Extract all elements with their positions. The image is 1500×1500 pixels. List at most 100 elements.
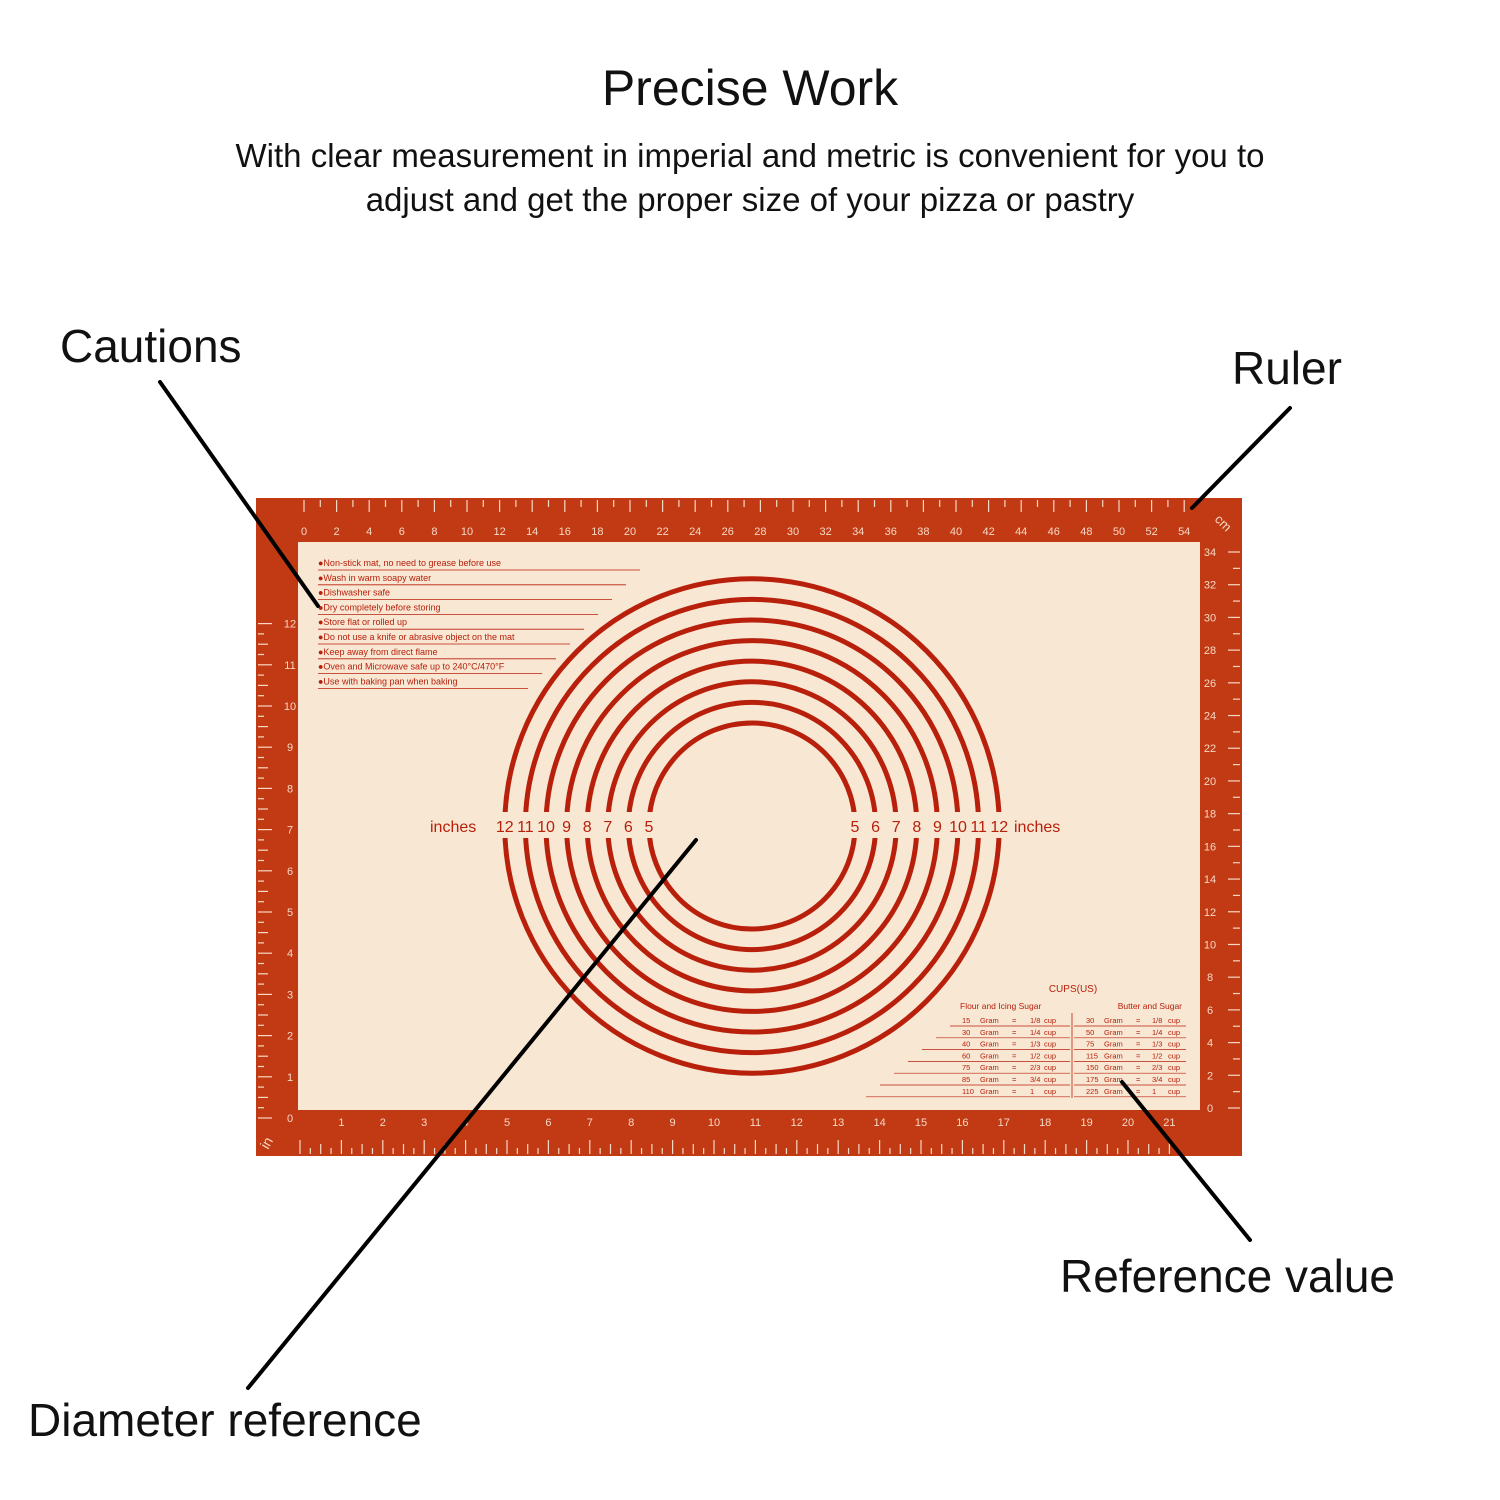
top-ruler-label: 4 [366, 526, 372, 538]
diameter-label-bg [598, 812, 617, 838]
cups-cell: Gram [1104, 1063, 1123, 1072]
top-ruler-label: 0 [301, 526, 307, 538]
cups-cell: cup [1168, 1028, 1180, 1037]
cups-cell: 1/4 [1152, 1028, 1162, 1037]
left-ruler-label: 6 [287, 866, 293, 878]
diameter-label-right: 7 [892, 819, 901, 836]
cups-cell: 175 [1086, 1075, 1099, 1084]
caution-item: ●Do not use a knife or abrasive object o… [318, 632, 515, 642]
diameter-unit-left: inches [430, 819, 476, 836]
top-ruler-label: 32 [819, 526, 831, 538]
cups-cell: Gram [1104, 1087, 1123, 1096]
callout-cautions: Cautions [60, 320, 242, 372]
caution-item: ●Oven and Microwave safe up to 240°C/470… [318, 662, 505, 672]
bottom-ruler-label: 20 [1122, 1117, 1134, 1129]
cups-cell: 115 [1086, 1051, 1098, 1060]
leader-line-diameter [246, 838, 698, 1390]
diameter-label-left: 9 [562, 819, 571, 836]
right-ruler-label: 32 [1204, 580, 1216, 592]
cups-cell: 2/3 [1152, 1063, 1162, 1072]
callout-reference-value: Reference value [1060, 1250, 1395, 1302]
diameter-label-right: 12 [990, 819, 1008, 836]
cups-cell: = [1136, 1028, 1141, 1037]
left-ruler-label: 4 [287, 948, 293, 960]
top-ruler-label: 50 [1113, 526, 1125, 538]
cups-cell: = [1136, 1063, 1141, 1072]
diameter-label-bg [846, 812, 865, 838]
bottom-ruler-label: 3 [421, 1117, 427, 1129]
cups-cell: = [1012, 1016, 1017, 1025]
bottom-ruler-label: 10 [708, 1117, 720, 1129]
cups-cell: Gram [1104, 1016, 1123, 1025]
cups-cell: Gram [1104, 1075, 1123, 1084]
callout-ruler: Ruler [1232, 342, 1342, 394]
diameter-label-bg [536, 812, 555, 838]
cups-right-header: Butter and Sugar [1118, 1001, 1182, 1011]
left-ruler-label: 12 [284, 619, 296, 631]
cups-cell: cup [1168, 1040, 1180, 1049]
subtitle-line-2: adjust and get the proper size of your p… [365, 181, 1135, 218]
top-ruler-label: 22 [656, 526, 668, 538]
leader-line-reference-value [1120, 1080, 1252, 1242]
bottom-ruler-label: 1 [338, 1117, 344, 1129]
bottom-ruler-label: 2 [380, 1117, 386, 1129]
cups-cell: Gram [980, 1075, 999, 1084]
diameter-unit-right: inches [1014, 819, 1060, 836]
cups-cell: 1/8 [1152, 1016, 1162, 1025]
caution-item: ●Keep away from direct flame [318, 647, 437, 657]
diameter-label-left: 10 [537, 819, 555, 836]
right-ruler-label: 2 [1207, 1070, 1213, 1082]
page-subtitle: With clear measurement in imperial and m… [100, 134, 1400, 222]
cups-cell: 75 [962, 1063, 970, 1072]
bottom-ruler-label: 19 [1080, 1117, 1092, 1129]
cups-cell: cup [1168, 1075, 1180, 1084]
cups-cell: cup [1044, 1087, 1056, 1096]
cups-cell: Gram [1104, 1051, 1123, 1060]
cups-cell: 2/3 [1030, 1063, 1040, 1072]
leader-line-cautions [158, 380, 320, 608]
leader-line-ruler [1190, 406, 1292, 510]
left-ruler-label: 9 [287, 742, 293, 754]
cups-cell: cup [1044, 1075, 1056, 1084]
right-ruler-label: 6 [1207, 1005, 1213, 1017]
left-ruler-label: 11 [284, 660, 295, 672]
right-ruler-label: 30 [1204, 612, 1216, 624]
top-ruler-label: 28 [754, 526, 766, 538]
right-ruler-label: 16 [1204, 841, 1216, 853]
right-ruler-label: 24 [1204, 711, 1216, 723]
cups-cell: 85 [962, 1075, 970, 1084]
diameter-label-bg [990, 812, 1009, 838]
left-ruler-label: 8 [287, 783, 293, 795]
cups-cell: = [1012, 1028, 1017, 1037]
callout-diameter-reference: Diameter reference [28, 1394, 422, 1446]
diameter-label-right: 10 [949, 819, 967, 836]
cups-cell: 15 [962, 1016, 970, 1025]
bottom-ruler-label: 16 [956, 1117, 968, 1129]
bottom-ruler-label: 21 [1163, 1117, 1175, 1129]
diameter-label-left: 11 [517, 819, 534, 836]
diameter-label-right: 6 [871, 819, 880, 836]
top-ruler-label: 38 [917, 526, 929, 538]
cups-left-header: Flour and Icing Sugar [960, 1001, 1041, 1011]
caution-item: ●Store flat or rolled up [318, 617, 407, 627]
top-ruler-label: 14 [526, 526, 538, 538]
top-ruler-label: 46 [1048, 526, 1060, 538]
cups-cell: 50 [1086, 1028, 1094, 1037]
diameter-label-bg [907, 812, 926, 838]
left-ruler-label: 1 [287, 1072, 293, 1084]
cups-cell: Gram [980, 1028, 999, 1037]
diameter-label-bg [495, 812, 514, 838]
cups-cell: = [1136, 1051, 1141, 1060]
cups-cell: 1/2 [1152, 1051, 1162, 1060]
cups-title: CUPS(US) [1049, 984, 1097, 995]
bottom-ruler-label: 15 [915, 1117, 927, 1129]
bottom-ruler-label: 6 [545, 1117, 551, 1129]
bottom-ruler-label: 5 [504, 1117, 510, 1129]
right-ruler-label: 0 [1207, 1103, 1213, 1115]
top-ruler-label: 18 [591, 526, 603, 538]
cups-cell: 1 [1030, 1087, 1034, 1096]
top-ruler-label: 2 [334, 526, 340, 538]
caution-item: ●Non-stick mat, no need to grease before… [318, 558, 501, 568]
cups-cell: Gram [980, 1016, 999, 1025]
